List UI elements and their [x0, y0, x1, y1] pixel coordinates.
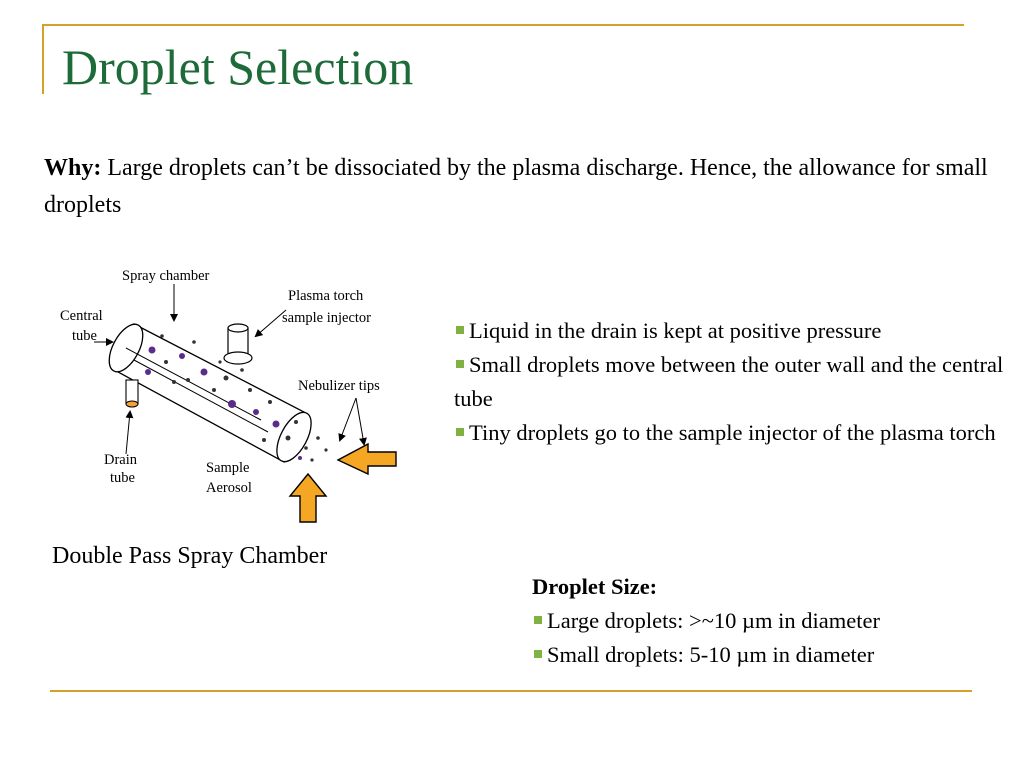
- droplets: [145, 334, 328, 462]
- square-bullet-icon: [456, 428, 464, 437]
- label-spray-chamber: Spray chamber: [122, 268, 210, 284]
- why-label: Why:: [44, 155, 102, 181]
- bullet-item: Tiny droplets go to the sample injector …: [454, 416, 1009, 450]
- left-rule: [42, 24, 44, 94]
- label-central-tube: tube: [72, 328, 97, 344]
- why-paragraph: Why: Large droplets can’t be dissociated…: [44, 150, 994, 224]
- top-rule: [42, 24, 964, 26]
- size-item: Small droplets: 5-10 µm in diameter: [532, 638, 1002, 672]
- label-plasma-torch: Plasma torch: [288, 288, 364, 304]
- label-sample-injector: sample injector: [282, 310, 371, 326]
- square-bullet-icon: [456, 326, 464, 335]
- bottom-rule: [50, 690, 972, 692]
- label-drain-tube: tube: [110, 470, 135, 486]
- drain-tube: [125, 379, 139, 408]
- process-bullets: Liquid in the drain is kept at positive …: [454, 314, 1009, 450]
- droplet-size-block: Droplet Size: Large droplets: >~10 µm in…: [532, 570, 1002, 672]
- label-nebulizer-tips: Nebulizer tips: [298, 378, 380, 394]
- label-aerosol: Aerosol: [206, 480, 252, 496]
- label-sample: Sample: [206, 460, 250, 476]
- label-central: Central: [60, 308, 103, 324]
- torch-injector: [223, 323, 253, 365]
- gas-inlet-arrows: [288, 442, 397, 523]
- label-drain: Drain: [104, 452, 138, 468]
- square-bullet-icon: [534, 616, 542, 625]
- square-bullet-icon: [534, 650, 542, 659]
- diagram-caption: Double Pass Spray Chamber: [52, 543, 328, 569]
- square-bullet-icon: [456, 360, 464, 369]
- chamber-tube: [108, 323, 312, 463]
- slide-title: Droplet Selection: [62, 39, 414, 95]
- leader-arrows: [94, 284, 367, 455]
- why-text: Large droplets can’t be dissociated by t…: [44, 155, 988, 218]
- droplet-size-heading: Droplet Size:: [532, 574, 658, 599]
- spray-chamber-diagram: Spray chamber Plasma torch sample inject…: [56, 262, 416, 526]
- bullet-item: Small droplets move between the outer wa…: [454, 352, 1004, 411]
- size-item: Large droplets: >~10 µm in diameter: [532, 604, 1002, 638]
- bullet-item: Liquid in the drain is kept at positive …: [454, 314, 1009, 348]
